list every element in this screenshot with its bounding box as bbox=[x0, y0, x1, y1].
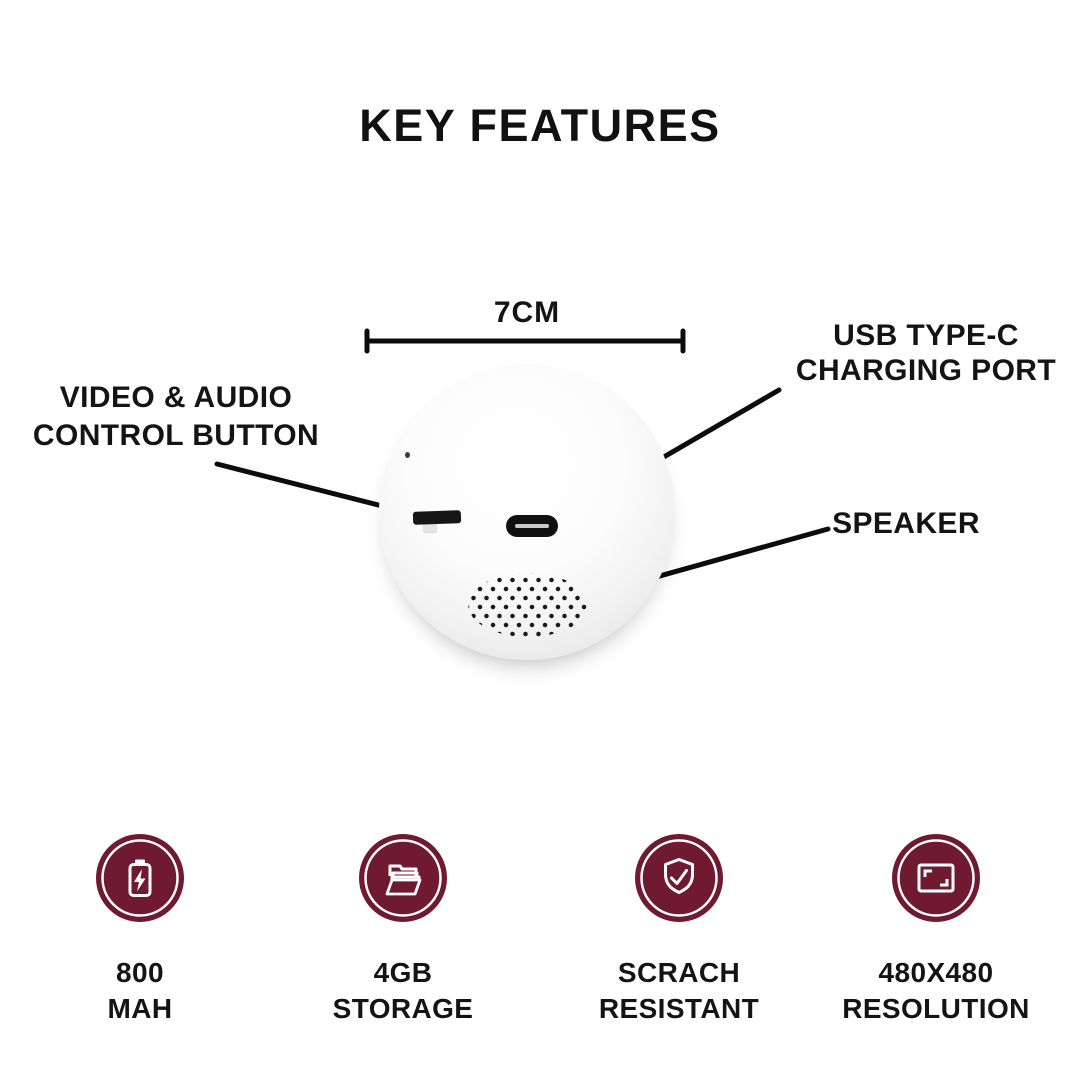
feature-storage: 4GB STORAGE bbox=[283, 834, 523, 1027]
label-speaker: SPEAKER bbox=[832, 507, 980, 540]
control-button-nub bbox=[423, 523, 437, 532]
folder-storage-icon bbox=[359, 834, 447, 922]
mic-hole bbox=[405, 452, 410, 458]
feature-battery: 800 MAH bbox=[20, 834, 260, 1027]
label-usb-port: USB TYPE-C CHARGING PORT bbox=[795, 319, 1057, 387]
feature-storage-label: 4GB STORAGE bbox=[332, 957, 474, 1024]
usbc-port bbox=[506, 515, 558, 537]
feature-resolution-label: 480X480 RESOLUTION bbox=[842, 957, 1030, 1024]
dimension-label: 7CM bbox=[493, 296, 561, 329]
feature-scratch-label: SCRACH RESISTANT bbox=[598, 957, 760, 1024]
feature-scratch-resistant: SCRACH RESISTANT bbox=[559, 834, 799, 1027]
speaker-holes bbox=[468, 573, 588, 637]
feature-resolution: 480X480 RESOLUTION bbox=[816, 834, 1056, 1027]
leader-control-button bbox=[214, 461, 408, 521]
screen-resolution-icon bbox=[892, 834, 980, 922]
label-control-button: VIDEO & AUDIO CONTROL BUTTON bbox=[32, 381, 320, 452]
dimension-line bbox=[364, 328, 686, 354]
device-image bbox=[379, 364, 675, 660]
page-title: KEY FEATURES bbox=[359, 100, 721, 151]
shield-check-icon bbox=[635, 834, 723, 922]
usbc-pin-slot bbox=[515, 524, 549, 528]
feature-battery-label: 800 MAH bbox=[107, 957, 173, 1024]
battery-icon bbox=[96, 834, 184, 922]
control-button-slot bbox=[412, 510, 462, 525]
